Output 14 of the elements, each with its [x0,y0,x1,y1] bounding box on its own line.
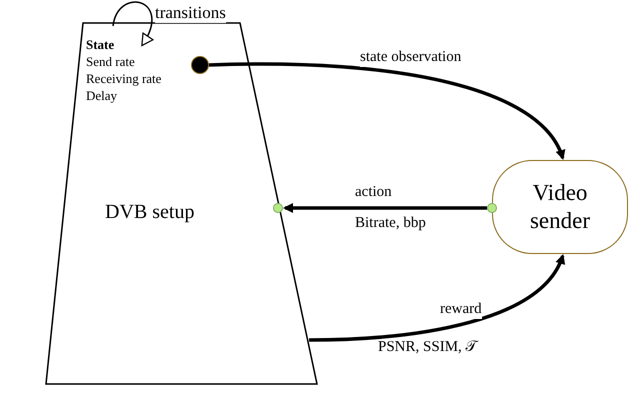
edge-annotation: Bitrate, bbp [355,214,426,233]
state-heading: State [86,36,116,53]
node-label: DVB setup [105,200,194,225]
arrow [308,254,564,342]
state-item: Send rate [86,53,136,70]
edge-label: reward [440,300,482,319]
arrow [112,1,154,46]
state-item: Delay [86,87,118,104]
edge-label: state observation [360,48,462,67]
edge-annotation: PSNR, SSIM, 𝒯 [378,338,477,357]
arrow [208,62,564,160]
state-item: Receiving rate [86,70,162,87]
process-box: Video sender [492,160,628,254]
arrow [283,203,487,213]
